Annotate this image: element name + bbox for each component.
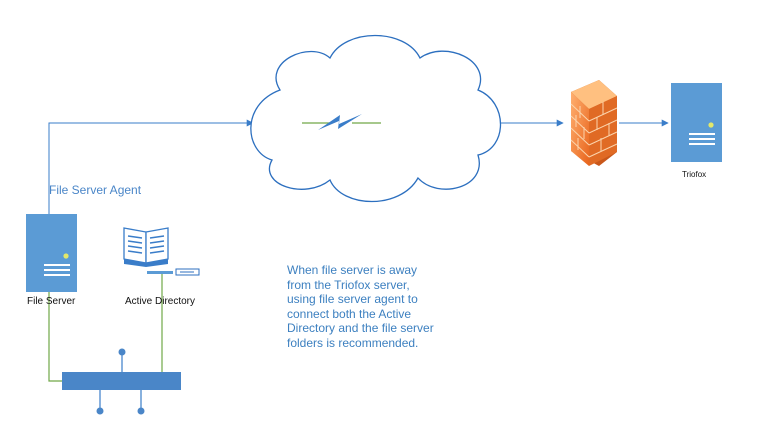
file-server-link xyxy=(48,292,62,382)
lightning-icon xyxy=(302,114,381,130)
connector-lines xyxy=(48,119,669,214)
triofox-server-icon xyxy=(671,83,722,162)
note-line: When file server is away xyxy=(287,263,418,277)
file-server-icon xyxy=(26,214,77,292)
firewall-icon xyxy=(570,80,618,166)
triofox-label: Triofox xyxy=(682,170,707,179)
directory-server-icon xyxy=(147,268,200,276)
local-network-links xyxy=(48,273,163,382)
hub-icon xyxy=(62,348,181,415)
note-line: using file server agent to xyxy=(287,292,418,306)
note-line: connect both the Active xyxy=(287,306,412,321)
note-line: Directory and the file server xyxy=(287,321,434,335)
book-icon xyxy=(123,227,169,267)
note-line: from the Triofox server, xyxy=(287,277,410,292)
note-line: folders is recommended. xyxy=(287,335,419,350)
recommendation-note: When file server is away from the Triofo… xyxy=(287,263,477,350)
file-server-label: File Server xyxy=(27,296,76,307)
active-directory-label: Active Directory xyxy=(125,296,196,307)
agent-to-cloud-connector xyxy=(48,119,254,214)
file-server-agent-label: File Server Agent xyxy=(49,183,142,197)
cloud-icon xyxy=(250,34,501,203)
